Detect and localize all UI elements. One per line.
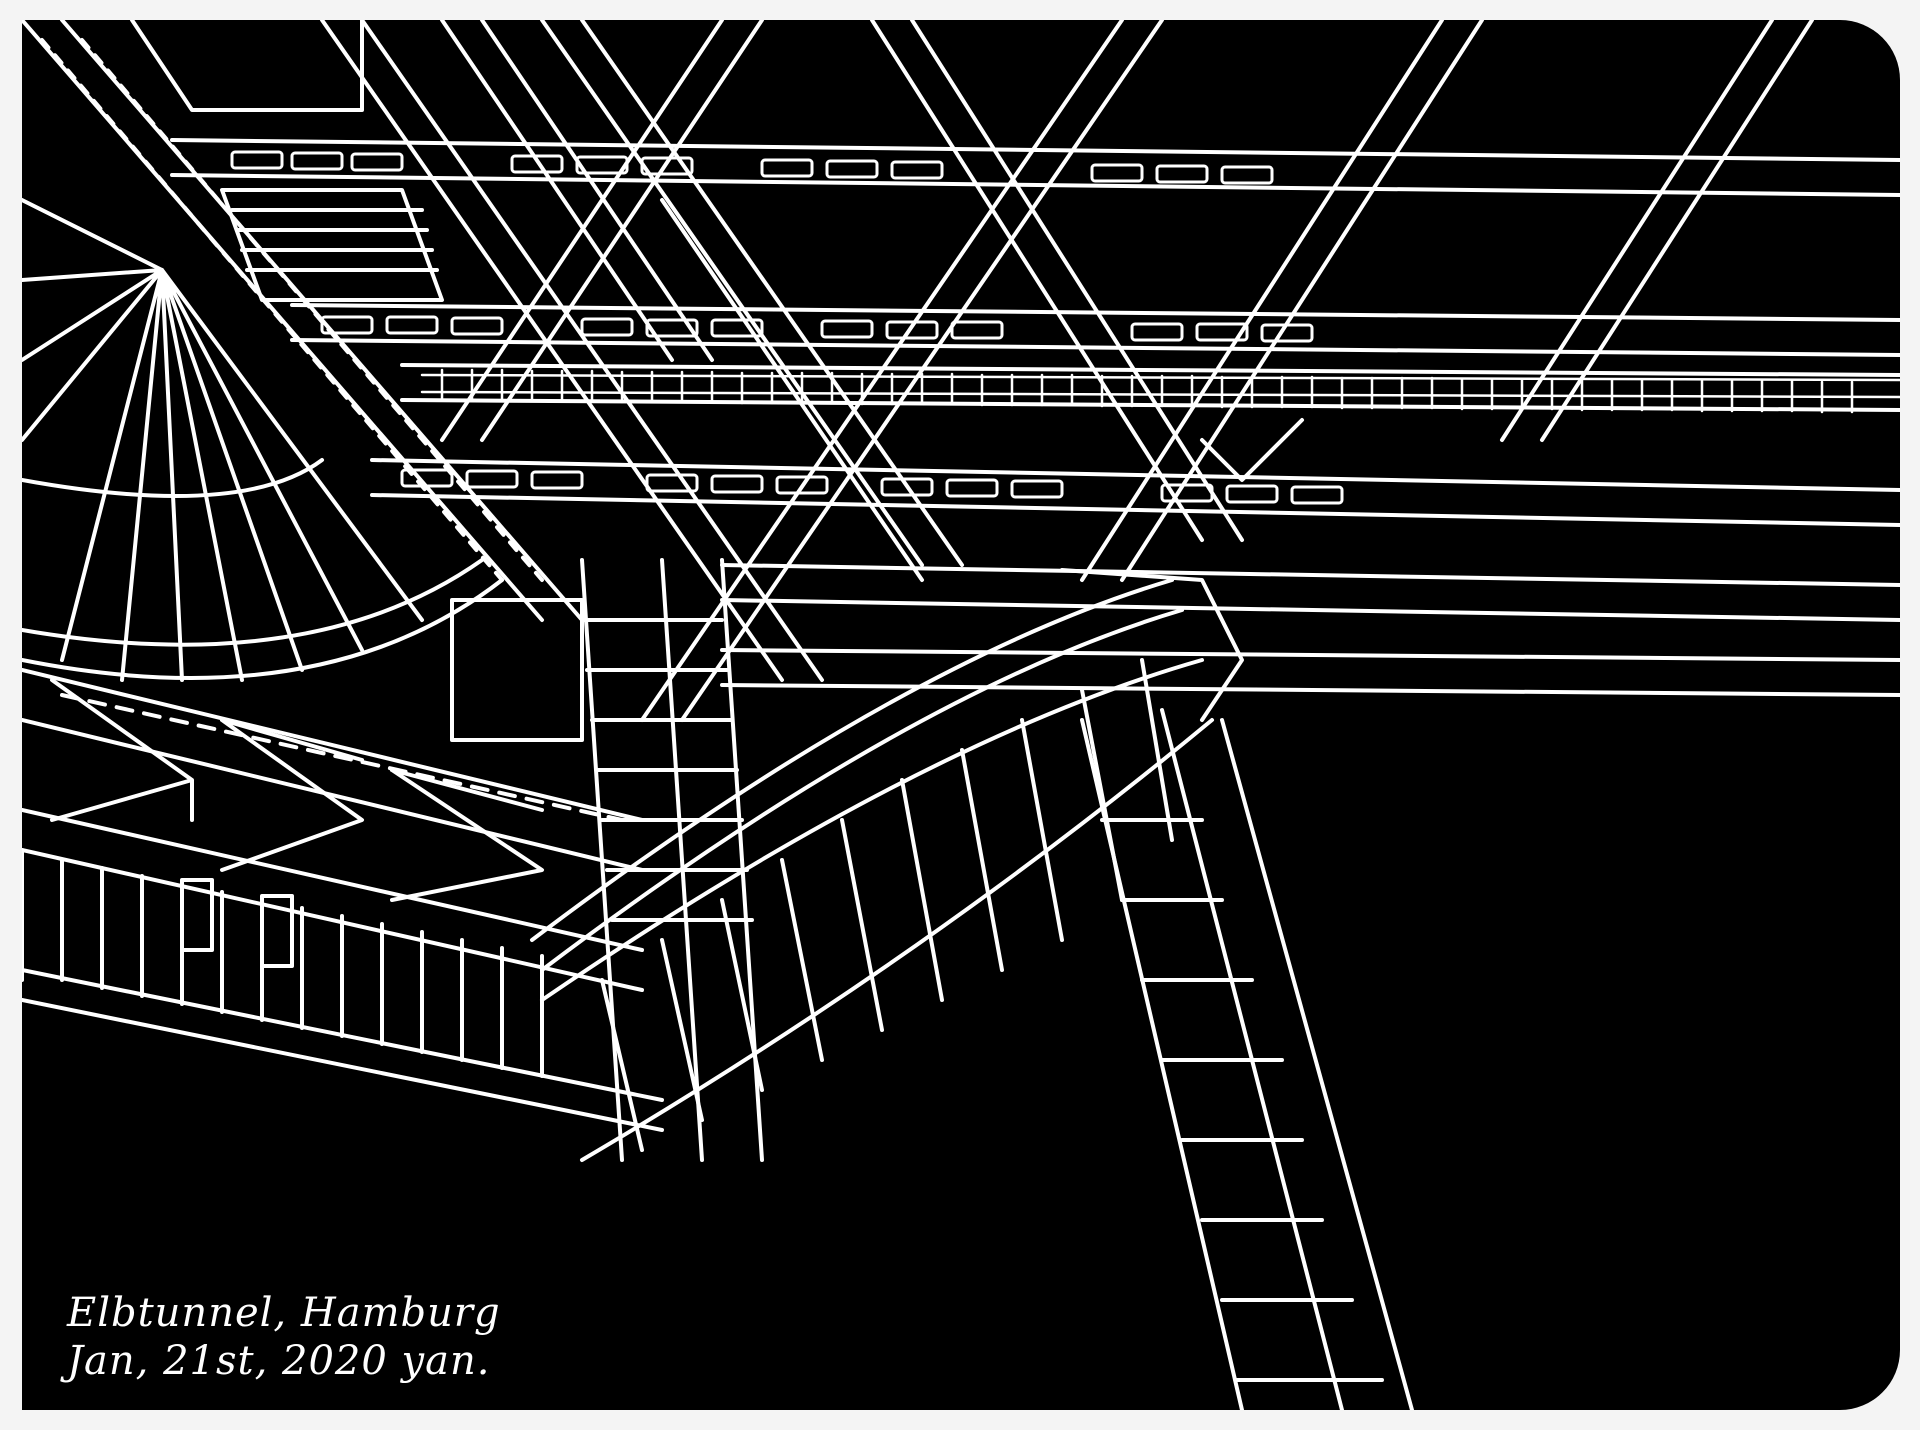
diagonal-lattice — [320, 20, 1814, 722]
caption-place: Elbtunnel, Hamburg — [67, 1290, 501, 1336]
railing — [420, 368, 1900, 414]
long-stair — [1080, 708, 1414, 1410]
lower-truss — [22, 668, 664, 1132]
top-building — [130, 20, 444, 302]
elbtunnel-ink-drawing — [22, 20, 1900, 1410]
beam-windows — [230, 150, 1344, 505]
signature: yan. — [401, 1338, 491, 1384]
escalator-bridge — [530, 568, 1244, 1162]
caption-date: Jan, 21st, 2020 — [67, 1338, 388, 1384]
caption-date-signature: Jan, 21st, 2020 yan. — [67, 1338, 490, 1384]
spiral-ramp — [22, 20, 584, 682]
drawing-card: Elbtunnel, Hamburg Jan, 21st, 2020 yan. — [22, 20, 1900, 1410]
